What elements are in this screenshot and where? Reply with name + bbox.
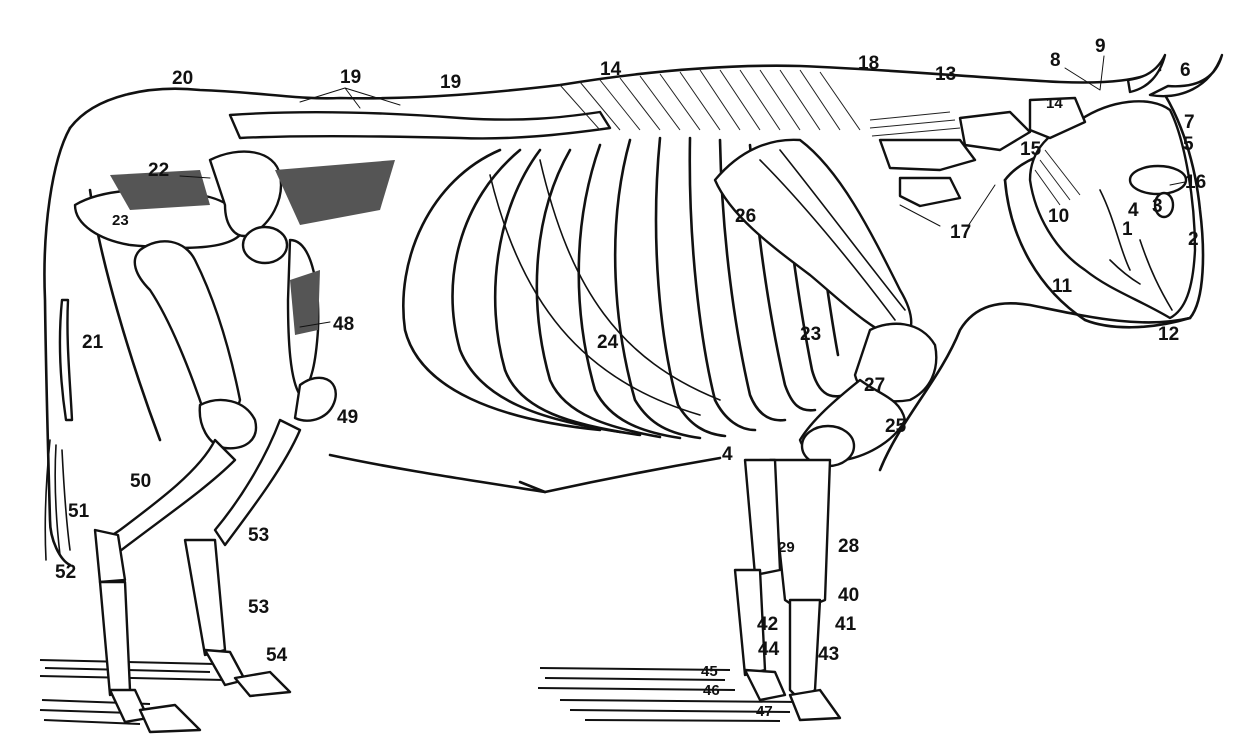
label-13: 13 — [935, 64, 956, 85]
label-47: 46 — [703, 682, 720, 699]
label-48: 47 — [756, 703, 773, 720]
label-49: 48 — [333, 314, 354, 335]
label-12: 12 — [1158, 324, 1179, 345]
label-3: 3 — [1152, 196, 1163, 217]
spine — [230, 70, 860, 138]
label-10: 10 — [1048, 206, 1069, 227]
label-16: 15 — [1020, 139, 1042, 160]
label-8: 8 — [1050, 50, 1061, 71]
label-11: 11 — [1052, 276, 1073, 297]
label-24: 23 — [800, 324, 821, 345]
label-9: 9 — [1095, 36, 1106, 57]
label-42: 41 — [835, 614, 857, 635]
label-7: 7 — [1184, 112, 1195, 133]
label-15: 14 — [1046, 95, 1063, 112]
label-50: 49 — [337, 407, 358, 428]
label-40: 29 — [778, 539, 795, 556]
label-23-ilium: 22 — [148, 160, 169, 181]
label-54: 53 — [248, 597, 269, 618]
label-4-sternum: 4 — [722, 444, 733, 465]
pelvis — [75, 152, 395, 263]
label-44: 43 — [818, 644, 839, 665]
label-23-pelvis: 23 — [112, 212, 129, 229]
label-1: 1 — [1122, 219, 1133, 240]
label-5: 5 — [1183, 134, 1194, 155]
label-51: 50 — [130, 471, 151, 492]
label-19-back: 19 — [440, 72, 461, 93]
label-20: 19 — [340, 67, 361, 88]
label-17: 16 — [1185, 172, 1206, 193]
label-29: 28 — [838, 536, 859, 557]
label-19-neck: 18 — [858, 53, 879, 74]
label-53-left: 52 — [55, 562, 76, 583]
horns — [1128, 55, 1222, 96]
label-4-skull: 4 — [1128, 200, 1139, 221]
label-28: 27 — [864, 375, 885, 396]
label-6: 6 — [1180, 60, 1191, 81]
label-41: 40 — [838, 585, 859, 606]
label-55: 54 — [266, 645, 288, 666]
label-27: 26 — [735, 206, 756, 227]
label-52: 51 — [68, 501, 90, 522]
label-25: 24 — [597, 332, 619, 353]
scapula — [715, 140, 911, 340]
label-22: 21 — [82, 332, 104, 353]
label-14: 14 — [600, 59, 622, 80]
label-46: 45 — [701, 663, 718, 680]
label-43: 42 — [757, 614, 778, 635]
label-2: 2 — [1188, 229, 1199, 250]
label-45: 44 — [758, 639, 780, 660]
label-53-right: 53 — [248, 525, 269, 546]
label-26: 25 — [885, 416, 907, 437]
label-21: 20 — [172, 68, 193, 89]
